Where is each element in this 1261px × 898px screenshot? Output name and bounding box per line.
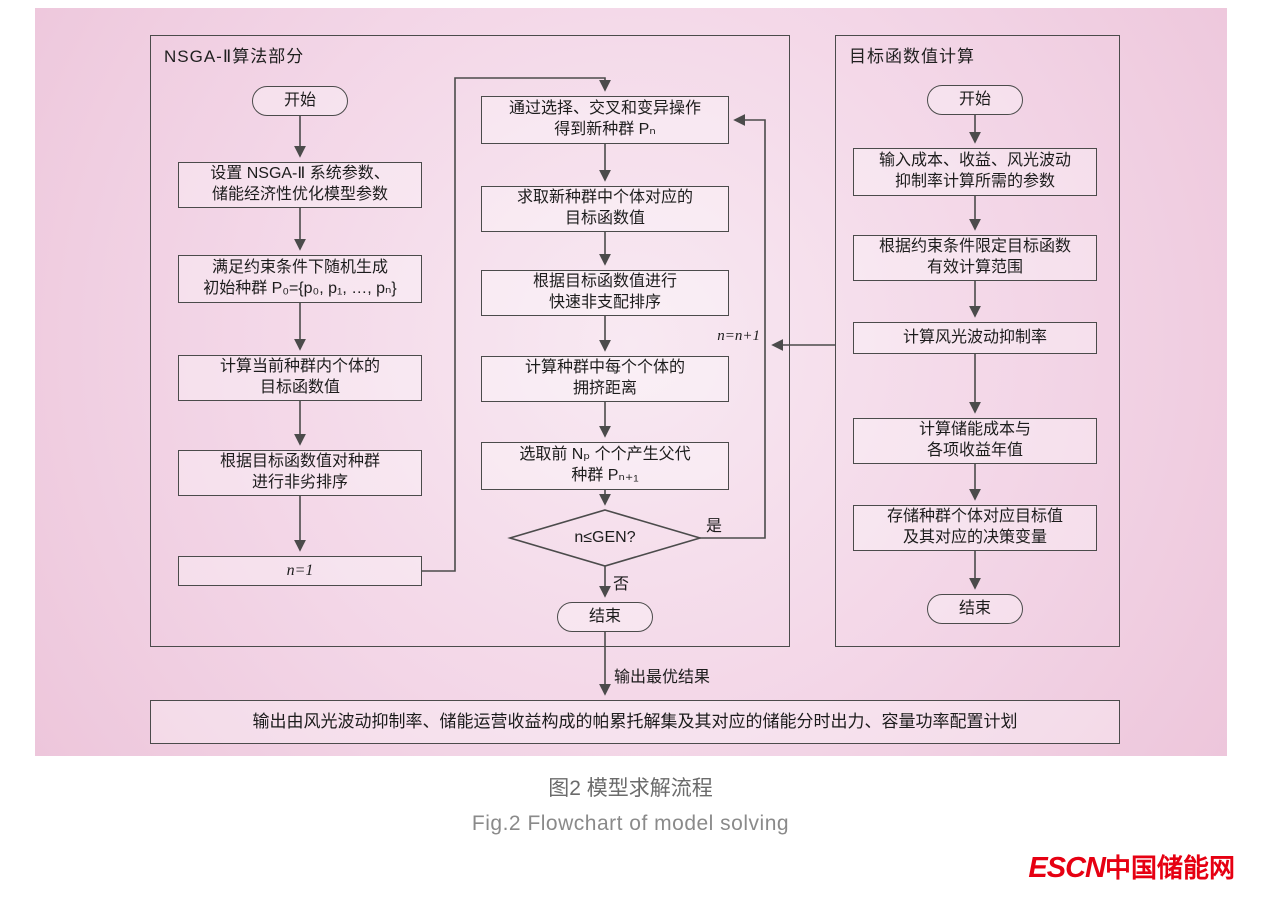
flow-decision-n-gen: n≤GEN? bbox=[574, 528, 636, 546]
objective-panel bbox=[835, 35, 1120, 647]
escn-logo: ESCN中国储能网 bbox=[1028, 848, 1235, 885]
flow-node-calc-objective: 计算当前种群内个体的 目标函数值 bbox=[178, 355, 422, 401]
figure-caption-en: Fig.2 Flowchart of model solving bbox=[471, 812, 790, 835]
flow-node-new-population: 通过选择、交叉和变异操作 得到新种群 Pₙ bbox=[481, 96, 729, 144]
flow-node-nondominated-sort: 根据目标函数值对种群 进行非劣排序 bbox=[178, 450, 422, 496]
flow-node-suppression-rate: 计算风光波动抑制率 bbox=[853, 322, 1097, 354]
flow-node-fast-nondominated-sort: 根据目标函数值进行 快速非支配排序 bbox=[481, 270, 729, 316]
flow-node-end-right: 结束 bbox=[927, 594, 1023, 624]
nsga-panel bbox=[150, 35, 790, 647]
objective-panel-title: 目标函数值计算 bbox=[849, 47, 975, 66]
flow-node-cost-benefit: 计算储能成本与 各项收益年值 bbox=[853, 418, 1097, 464]
flow-node-objective-new-pop: 求取新种群中个体对应的 目标函数值 bbox=[481, 186, 729, 232]
label-output-best-result: 输出最优结果 bbox=[614, 669, 711, 686]
flow-node-end-left: 结束 bbox=[557, 602, 653, 632]
label-no: 否 bbox=[613, 576, 630, 593]
flow-node-set-params: 设置 NSGA-Ⅱ 系统参数、 储能经济性优化模型参数 bbox=[178, 162, 422, 208]
flow-node-constraint-range: 根据约束条件限定目标函数 有效计算范围 bbox=[853, 235, 1097, 281]
nsga-panel-title: NSGA-Ⅱ算法部分 bbox=[164, 47, 305, 66]
label-n-increment: n=n+1 bbox=[717, 328, 760, 344]
flow-node-init-population: 满足约束条件下随机生成 初始种群 P₀={p₀, p₁, …, pₙ} bbox=[178, 255, 422, 303]
flow-node-input-params: 输入成本、收益、风光波动 抑制率计算所需的参数 bbox=[853, 148, 1097, 196]
escn-logo-zh: 中国储能网 bbox=[1104, 853, 1235, 883]
escn-logo-en: ESCN bbox=[1028, 852, 1106, 884]
label-yes: 是 bbox=[706, 518, 723, 535]
flow-node-n-equals-1: n=1 bbox=[178, 556, 422, 586]
flow-node-select-parent: 选取前 Nₚ 个个产生父代 种群 Pₙ₊₁ bbox=[481, 442, 729, 490]
figure-caption-zh: 图2 模型求解流程 bbox=[548, 777, 713, 800]
flow-node-start-left: 开始 bbox=[252, 86, 348, 116]
flow-node-start-right: 开始 bbox=[927, 85, 1023, 115]
flow-node-store-values: 存储种群个体对应目标值 及其对应的决策变量 bbox=[853, 505, 1097, 551]
flow-node-crowding-distance: 计算种群中每个个体的 拥挤距离 bbox=[481, 356, 729, 402]
flow-node-final-output: 输出由风光波动抑制率、储能运营收益构成的帕累托解集及其对应的储能分时出力、容量功… bbox=[150, 700, 1120, 744]
